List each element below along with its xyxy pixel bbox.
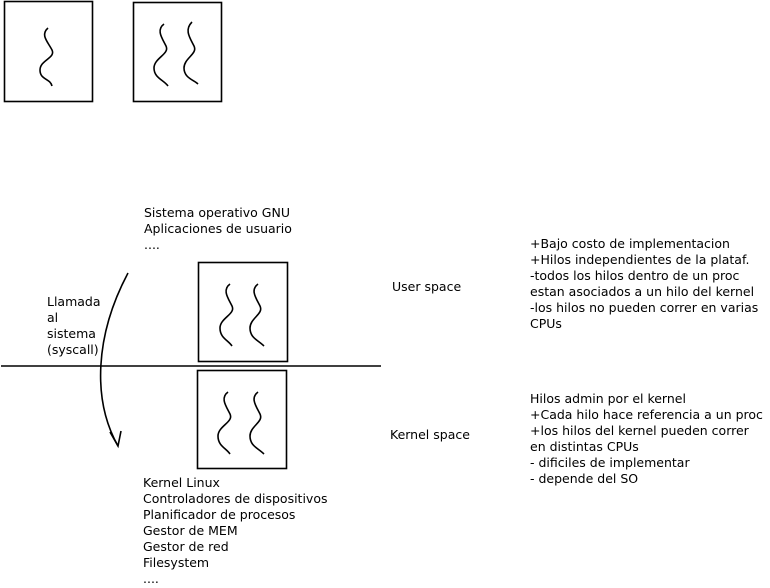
note-line: -todos los hilos dentro de un proc [530, 268, 740, 283]
note-line: +Cada hilo hace referencia a un proc [530, 407, 763, 422]
note-line: +Bajo costo de implementacion [530, 236, 730, 251]
note-line: estan asociados a un hilo del kernel [530, 284, 755, 299]
kernel-line: Planificador de procesos [143, 507, 296, 522]
gnu-line: Sistema operativo GNU [144, 205, 290, 220]
kernel-line: Gestor de MEM [143, 523, 238, 538]
user-space-process-box [197, 261, 289, 363]
kernel-components-list: Kernel Linux Controladores de dispositiv… [143, 475, 328, 587]
note-line: -los hilos no pueden correr en varias [530, 300, 759, 315]
kernel-line: Filesystem [143, 555, 210, 570]
thread-squiggle [39, 27, 54, 87]
note-line: - depende del SO [530, 471, 639, 486]
gnu-line: .... [144, 237, 160, 252]
syscall-arrow [99, 272, 129, 447]
user-space-label: User space [392, 279, 462, 294]
note-line: Hilos admin por el kernel [530, 391, 686, 406]
syscall-arrowhead [109, 430, 122, 449]
multi-thread-process-box [132, 1, 223, 103]
kernel-line: Gestor de red [143, 539, 229, 554]
thread-squiggle [153, 23, 169, 87]
kernel-line: Kernel Linux [143, 475, 220, 490]
thread-squiggle [183, 21, 199, 85]
note-line: +Hilos independientes de la plataf. [530, 252, 750, 267]
note-line: +los hilos del kernel pueden correr [530, 423, 749, 438]
syscall-line: al [47, 310, 59, 325]
user-space-notes: +Bajo costo de implementacion +Hilos ind… [530, 236, 758, 332]
syscall-line: (syscall) [47, 342, 99, 357]
note-line: - dificiles de implementar [530, 455, 690, 470]
syscall-line: Llamada [47, 294, 101, 309]
gnu-userland-list: Sistema operativo GNU Aplicaciones de us… [144, 205, 292, 253]
gnu-line: Aplicaciones de usuario [144, 221, 292, 236]
thread-squiggle [249, 283, 265, 347]
note-line: en distintas CPUs [530, 439, 639, 454]
thread-squiggle [219, 283, 234, 347]
kernel-line: Controladores de dispositivos [143, 491, 328, 506]
thread-squiggle [249, 391, 265, 455]
kernel-line: .... [143, 571, 159, 586]
syscall-label: Llamada al sistema (syscall) [47, 294, 101, 358]
thread-squiggle [217, 391, 232, 455]
kernel-space-process-box [196, 369, 288, 470]
syscall-line: sistema [47, 326, 96, 341]
kernel-space-label: Kernel space [390, 427, 470, 442]
kernel-space-notes: Hilos admin por el kernel +Cada hilo hac… [530, 391, 763, 487]
note-line: CPUs [530, 316, 562, 331]
single-thread-process-box [3, 0, 94, 103]
